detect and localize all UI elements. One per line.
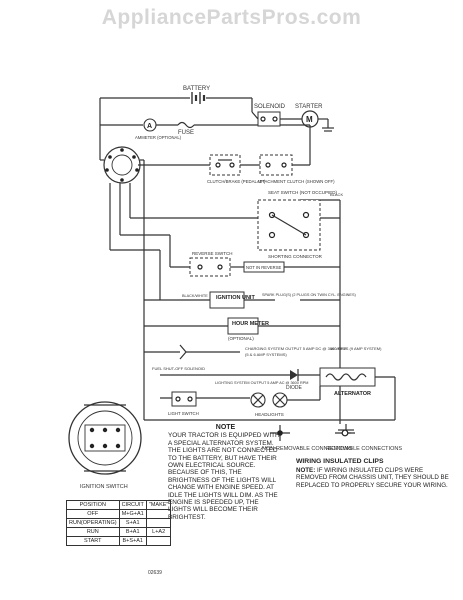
spark-plug-label: SPARK PLUG(S) (2 PLUGS ON TWIN CYL. ENGI…: [262, 293, 356, 297]
table-cell: [145, 518, 172, 528]
wiring-clips-body: NOTE: IF WIRING INSULATED CLIPS WERE REM…: [296, 467, 451, 489]
table-cell: [145, 509, 172, 519]
diode-label: DIODE: [286, 385, 303, 391]
watermark: AppliancePartsPros.com: [101, 6, 362, 29]
charging-output-2-label: (5 & 6 AMP SYSTEMS): [245, 352, 287, 357]
fuel-shutoff: FUEL SHUT-OFF SOLENOID CHARGING SYSTEM O…: [144, 344, 382, 371]
table-cell: S+A1: [118, 518, 147, 528]
note-text: YOUR TRACTOR IS EQUIPPED WITH A SPECIAL …: [168, 432, 280, 521]
wiring-clips-note: WIRING INSULATED CLIPS NOTE: IF WIRING I…: [296, 458, 451, 489]
table-header-make: "MAKE": [145, 500, 172, 510]
ammeter-symbol: A AMMETER (OPTIONAL): [100, 118, 182, 140]
non-removable-legend: NON-REMOVABLE CONNECTIONS: [262, 446, 352, 452]
ignition-switch-table: POSITION CIRCUIT "MAKE" OFF M+G+A1 RUN(O…: [66, 500, 172, 546]
battery-label: BATTERY: [183, 86, 210, 92]
wiring-clips-prefix: NOTE:: [296, 467, 316, 475]
table-cell: M+G+A1: [118, 509, 147, 519]
svg-text:A: A: [147, 123, 152, 130]
ignition-unit-label: IGNITION UNIT: [216, 295, 255, 301]
table-header-row: POSITION CIRCUIT "MAKE": [66, 500, 172, 510]
diode-alternator: DIODE ALTERNATOR: [160, 367, 396, 420]
fuse-label: FUSE: [178, 130, 194, 136]
hour-meter-label: HOUR METER: [232, 321, 269, 327]
ignition-switch-detail: [68, 401, 142, 475]
not-in-reverse-label: NOT IN REVERSE: [246, 265, 281, 270]
seat-switch-label: SEAT SWITCH (NOT OCCUPIED): [268, 190, 338, 195]
hour-meter-note: (OPTIONAL): [228, 336, 254, 341]
svg-text:M: M: [306, 115, 313, 124]
solenoid-symbol: [251, 98, 281, 127]
fuel-shutoff-label: FUEL SHUT-OFF SOLENOID: [152, 366, 205, 371]
table-row: START B+S+A1: [66, 536, 172, 546]
attachment-clutch-label: ATTACHMENT CLUTCH (SHOWN OFF): [257, 179, 335, 184]
main-harness: [99, 125, 235, 420]
ignition-switch-top: [103, 146, 141, 184]
note-title: NOTE: [215, 424, 236, 431]
fuse-symbol: FUSE: [156, 121, 258, 136]
table-cell: OFF: [66, 509, 120, 519]
battery-symbol: [99, 92, 252, 125]
table-header-circuit: CIRCUIT: [118, 500, 147, 510]
table-cell: RUN(OPERATING): [66, 518, 120, 528]
clutch-brake-label: CLUTCH/BRAKE (PEDAL UP): [207, 179, 266, 184]
removable-legend: REMOVABLE CONNECTIONS: [326, 446, 402, 452]
table-row: OFF M+G+A1: [66, 509, 172, 519]
diagram-code: 02639: [148, 570, 162, 576]
shorting-connector-label: SHORTING CONNECTOR: [268, 254, 323, 259]
ignition-unit: BLACK/WHITE IGNITION UNIT SPARK PLUG(S) …: [144, 250, 356, 309]
table-row: RUN B+A1 L+A2: [66, 527, 172, 537]
reverse-switch-label: REVERSE SWITCH: [192, 251, 233, 256]
alternator-note: NOTE YOUR TRACTOR IS EQUIPPED WITH A SPE…: [168, 424, 283, 521]
ammeter-label: AMMETER (OPTIONAL): [135, 135, 182, 140]
attachment-clutch-switch: ATTACHMENT CLUTCH (SHOWN OFF): [240, 124, 335, 184]
wire-black-white-label: BLACK/WHITE: [182, 294, 208, 298]
charging-output-label: CHARGING SYSTEM OUTPUT 5 AMP DC @ 3600 R…: [245, 346, 347, 351]
ignition-switch-label: IGNITION SWITCH: [80, 484, 128, 490]
wiring-clips-title: WIRING INSULATED CLIPS: [296, 458, 384, 465]
table-cell: RUN: [66, 527, 120, 537]
table-cell: START: [66, 536, 120, 546]
lighting-output-label: LIGHTING SYSTEM OUTPUT 5 AMP AC @ 3600 R…: [215, 381, 308, 385]
starter-label: STARTER: [295, 104, 323, 110]
connections-legend: [270, 425, 355, 441]
lighting-circuit: LIGHTING SYSTEM OUTPUT 5 AMP AC @ 3600 R…: [160, 381, 321, 417]
charging-output-alt-label: 16 VOLTS (9 AMP SYSTEM): [330, 346, 382, 351]
hour-meter: HOUR METER (OPTIONAL): [144, 317, 340, 341]
light-switch-label: LIGHT SWITCH: [168, 411, 199, 416]
alternator-label: ALTERNATOR: [334, 391, 371, 397]
table-cell: [145, 536, 172, 546]
wiring-clips-text: IF WIRING INSULATED CLIPS WERE REMOVED F…: [296, 467, 449, 489]
reverse-switch: REVERSE SWITCH NOT IN REVERSE: [169, 235, 340, 277]
table-header-position: POSITION: [66, 500, 120, 510]
table-cell: B+S+A1: [118, 536, 147, 546]
table-cell: L+A2: [145, 527, 172, 537]
solenoid-label: SOLENOID: [254, 104, 286, 110]
seat-switch: SEAT SWITCH (NOT OCCUPIED) SHORTING CONN…: [235, 190, 340, 259]
table-row: RUN(OPERATING) S+A1: [66, 518, 172, 528]
table-cell: B+A1: [118, 527, 147, 537]
starter-symbol: M: [280, 110, 334, 132]
wire-black-label: BLACK: [330, 192, 343, 197]
headlights-label: HEADLIGHTS: [255, 412, 284, 417]
clutch-brake-switch: CLUTCH/BRAKE (PEDAL UP): [207, 154, 266, 184]
